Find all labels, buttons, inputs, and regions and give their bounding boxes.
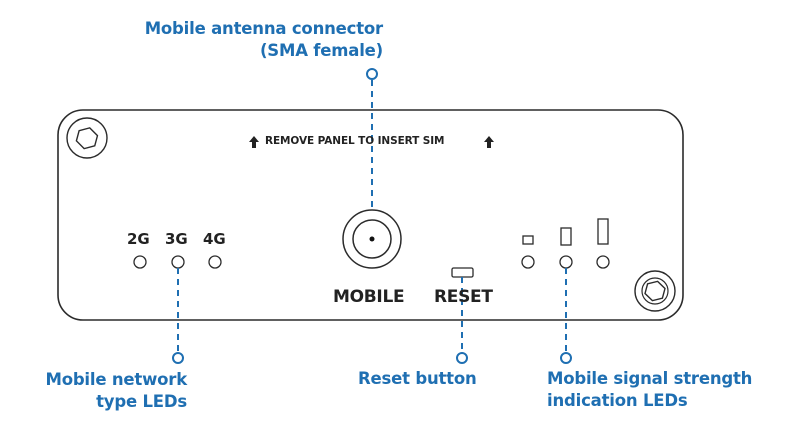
led-3g	[171, 255, 185, 269]
signal-bar-medium-icon	[560, 227, 572, 246]
signal-leds-callout-line2: indication LEDs	[547, 391, 688, 410]
antenna-leader-dot	[366, 68, 378, 80]
signal-bar-low-icon	[522, 235, 534, 245]
signal-led-1	[521, 255, 535, 269]
network-label-3g: 3G	[165, 230, 188, 248]
arrow-up-icon	[484, 136, 494, 148]
network-label-4g: 4G	[203, 230, 226, 248]
reset-callout: Reset button	[358, 368, 477, 390]
panel-outline	[57, 109, 684, 321]
sim-note: REMOVE PANEL TO INSERT SIM	[265, 135, 445, 147]
network-leds-callout-line1: Mobile network	[45, 370, 187, 389]
signal-bar-high-icon	[597, 218, 609, 245]
hex-screw-icon	[66, 117, 108, 159]
signal-led-3	[596, 255, 610, 269]
reset-button[interactable]	[451, 267, 474, 278]
signal-leds-leader-dot	[560, 352, 572, 364]
network-leds-callout: Mobile network type LEDs	[45, 369, 187, 413]
led-4g	[208, 255, 222, 269]
antenna-callout: Mobile antenna connector (SMA female)	[145, 18, 383, 62]
antenna-callout-line1: Mobile antenna connector	[144, 19, 383, 38]
network-label-2g: 2G	[127, 230, 150, 248]
network-leds-leader-dot	[172, 352, 184, 364]
arrow-up-icon	[249, 136, 259, 148]
led-2g	[133, 255, 147, 269]
sma-connector-icon[interactable]	[342, 209, 402, 269]
hex-screw-icon	[634, 270, 676, 312]
reset-leader-dot	[456, 352, 468, 364]
signal-leds-callout-line1: Mobile signal strength	[547, 369, 753, 388]
reset-label: RESET	[434, 287, 493, 307]
reset-callout-line1: Reset button	[358, 369, 477, 388]
antenna-callout-line2: (SMA female)	[259, 41, 383, 60]
signal-leds-callout: Mobile signal strength indication LEDs	[547, 368, 752, 412]
signal-led-2	[559, 255, 573, 269]
network-leds-callout-line2: type LEDs	[96, 392, 187, 411]
mobile-label: MOBILE	[333, 287, 405, 307]
